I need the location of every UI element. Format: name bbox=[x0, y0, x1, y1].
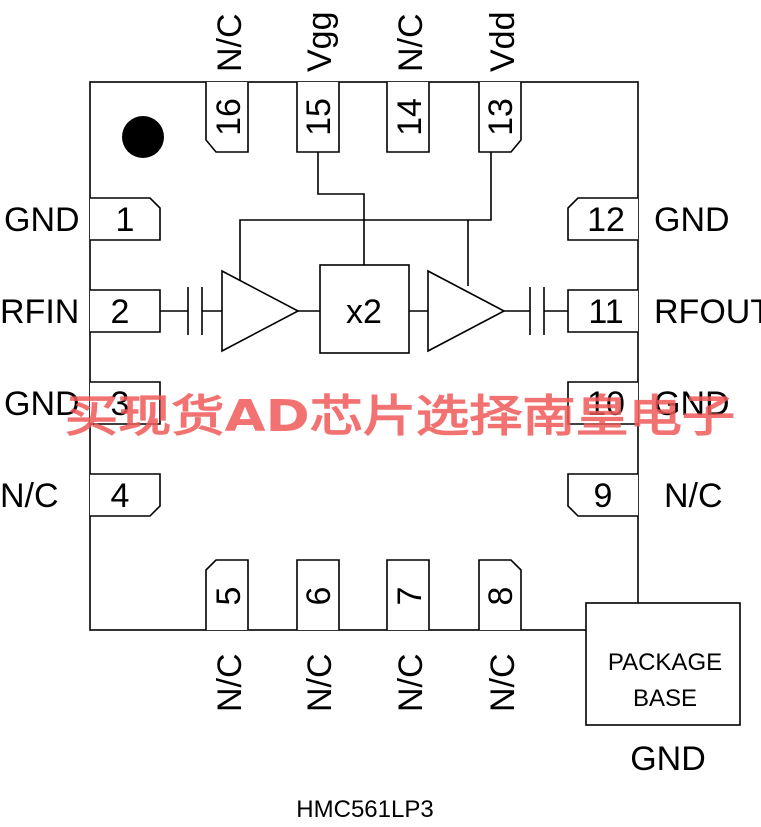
pin-12-label: GND bbox=[654, 201, 730, 239]
pin-16-label: N/C bbox=[211, 13, 249, 72]
pin-6-pad bbox=[296, 559, 340, 630]
pin-9-label: N/C bbox=[664, 477, 723, 515]
pin-13-number: 13 bbox=[482, 98, 520, 136]
vdd-bias-trace bbox=[239, 152, 492, 280]
pin-8-number: 8 bbox=[482, 587, 520, 606]
pin-5-pad bbox=[205, 559, 249, 630]
pin-3-pad bbox=[90, 381, 161, 425]
pin-5-number: 5 bbox=[210, 587, 248, 606]
pin-2-label: RFIN bbox=[0, 293, 79, 331]
package-base-line2: BASE bbox=[633, 685, 697, 712]
pin-16-number: 16 bbox=[210, 98, 248, 136]
pin-11-label: RFOUT bbox=[654, 293, 761, 331]
pin-3-label: GND bbox=[4, 385, 80, 423]
pin-7-number: 7 bbox=[391, 587, 429, 606]
pin-4-pad bbox=[90, 473, 161, 517]
pin-2-number: 2 bbox=[111, 293, 130, 331]
pin-3-number: 3 bbox=[111, 385, 130, 423]
multiplier-label: x2 bbox=[346, 293, 382, 331]
pin-5-label: N/C bbox=[211, 653, 249, 712]
pin-1-number: 1 bbox=[116, 201, 135, 239]
input-amplifier-triangle bbox=[221, 269, 300, 353]
vgg-bias-trace bbox=[317, 152, 365, 265]
pin-10-label: GND bbox=[654, 385, 730, 423]
package-base-box bbox=[585, 602, 741, 726]
pin-14-pad bbox=[386, 82, 430, 153]
pin-6-number: 6 bbox=[300, 587, 338, 606]
watermark-text: 买现货AD芯片选择南皇电子 bbox=[65, 391, 735, 442]
package-outline bbox=[89, 81, 639, 631]
package-base-line1: PACKAGE bbox=[608, 649, 722, 676]
pin-8-pad bbox=[478, 559, 522, 630]
pin-14-number: 14 bbox=[391, 98, 429, 136]
pin-11-number: 11 bbox=[588, 293, 623, 331]
package-base-ground-label: GND bbox=[630, 740, 706, 778]
pin-10-number: 10 bbox=[587, 385, 625, 423]
pin-13-pad bbox=[478, 82, 522, 153]
pin-1-pad bbox=[90, 197, 161, 241]
pin-7-label: N/C bbox=[392, 653, 430, 712]
pin-12-pad bbox=[567, 197, 638, 241]
pin-10-pad bbox=[567, 381, 638, 425]
pin-1-label: GND bbox=[4, 201, 80, 239]
part-number-label: HMC561LP3 bbox=[296, 796, 433, 823]
pin-15-number: 15 bbox=[300, 98, 338, 136]
pin-12-number: 12 bbox=[587, 201, 625, 239]
pin-7-pad bbox=[386, 559, 430, 630]
pin-9-number: 9 bbox=[594, 477, 613, 515]
pin-6-label: N/C bbox=[301, 653, 339, 712]
pin-9-pad bbox=[567, 473, 638, 517]
pin-4-number: 4 bbox=[111, 477, 130, 515]
pin-15-label: Vgg bbox=[301, 12, 339, 73]
pin-16-pad bbox=[205, 82, 249, 153]
pin1-indicator-dot bbox=[122, 116, 164, 158]
pin-14-label: N/C bbox=[392, 13, 430, 72]
pin-4-label: N/C bbox=[0, 477, 59, 515]
output-amplifier-triangle bbox=[427, 269, 506, 353]
pin-8-label: N/C bbox=[484, 653, 522, 712]
pin-13-label: Vdd bbox=[484, 12, 522, 73]
